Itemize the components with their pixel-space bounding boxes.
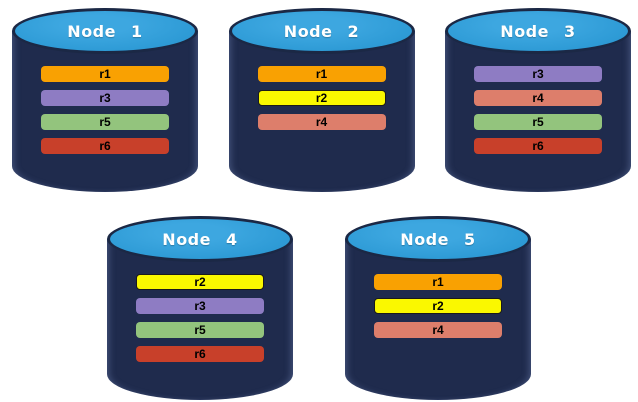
cylinder-top-ellipse: Node 3 [445, 8, 631, 54]
replica-list: r1 r2 r4 [345, 274, 531, 338]
replica-bar: r1 [257, 66, 386, 82]
replica-label: r1 [432, 275, 444, 289]
database-node: Node 2 r1 r2 r4 [228, 8, 415, 192]
replica-label: r1 [315, 67, 328, 81]
replica-bar: r6 [41, 138, 169, 154]
replica-label: r4 [532, 91, 544, 105]
replica-list: r1 r3 r5 r6 [12, 66, 198, 154]
replica-label: r5 [194, 323, 206, 337]
replica-bar: r2 [374, 298, 502, 314]
node-row-bottom: Node 4 r2 r3 r5 r6 Node 5 r1 r2 r4 [0, 216, 638, 400]
node-label: Node 5 [400, 229, 476, 249]
cylinder-body [228, 31, 415, 192]
replica-label: r2 [194, 275, 206, 289]
replica-bar: r6 [474, 138, 602, 154]
cylinder-body [12, 31, 198, 192]
cylinder-body [345, 239, 531, 400]
replica-bar: r3 [136, 298, 264, 314]
cylinder-body [445, 31, 631, 192]
replica-label: r2 [432, 299, 444, 313]
node-label: Node 1 [67, 21, 143, 41]
cylinder-top-ellipse: Node 5 [345, 216, 531, 262]
replica-bar: r6 [136, 346, 264, 362]
cylinder-top-ellipse: Node 2 [228, 8, 415, 54]
replica-label: r6 [194, 347, 206, 361]
replica-bar: r4 [474, 90, 602, 106]
node-label: Node 2 [283, 21, 360, 41]
replica-label: r3 [532, 67, 544, 81]
replica-bar: r1 [41, 66, 169, 82]
replica-label: r4 [315, 115, 328, 129]
replica-label: r1 [99, 67, 111, 81]
node-row-top: Node 1 r1 r3 r5 r6 Node 2 r1 r2 r4 Node … [0, 0, 638, 192]
replica-label: r3 [194, 299, 206, 313]
cylinder-body [107, 239, 293, 400]
replica-bar: r1 [374, 274, 502, 290]
replica-bar: r3 [41, 90, 169, 106]
replica-label: r5 [99, 115, 111, 129]
replica-bar: r5 [474, 114, 602, 130]
replica-bar: r4 [257, 114, 386, 130]
replica-list: r1 r2 r4 [229, 66, 415, 130]
replica-list: r3 r4 r5 r6 [445, 66, 631, 154]
replica-label: r6 [99, 139, 111, 153]
cylinder-top-ellipse: Node 4 [107, 216, 293, 262]
database-node: Node 5 r1 r2 r4 [345, 216, 531, 400]
database-node: Node 1 r1 r3 r5 r6 [12, 8, 198, 192]
replica-label: r3 [99, 91, 111, 105]
cylinder-top-ellipse: Node 1 [12, 8, 198, 54]
replica-label: r5 [532, 115, 544, 129]
node-label: Node 4 [162, 229, 238, 249]
replica-bar: r5 [136, 322, 264, 338]
replica-bar: r5 [41, 114, 169, 130]
replica-bar: r2 [136, 274, 264, 290]
node-label: Node 3 [500, 21, 576, 41]
replica-bar: r2 [257, 90, 386, 106]
replica-label: r4 [432, 323, 444, 337]
replica-bar: r3 [474, 66, 602, 82]
database-node: Node 4 r2 r3 r5 r6 [107, 216, 293, 400]
replica-bar: r4 [374, 322, 502, 338]
replica-list: r2 r3 r5 r6 [107, 274, 293, 362]
database-node: Node 3 r3 r4 r5 r6 [445, 8, 631, 192]
replica-label: r6 [532, 139, 544, 153]
replica-label: r2 [315, 91, 328, 105]
